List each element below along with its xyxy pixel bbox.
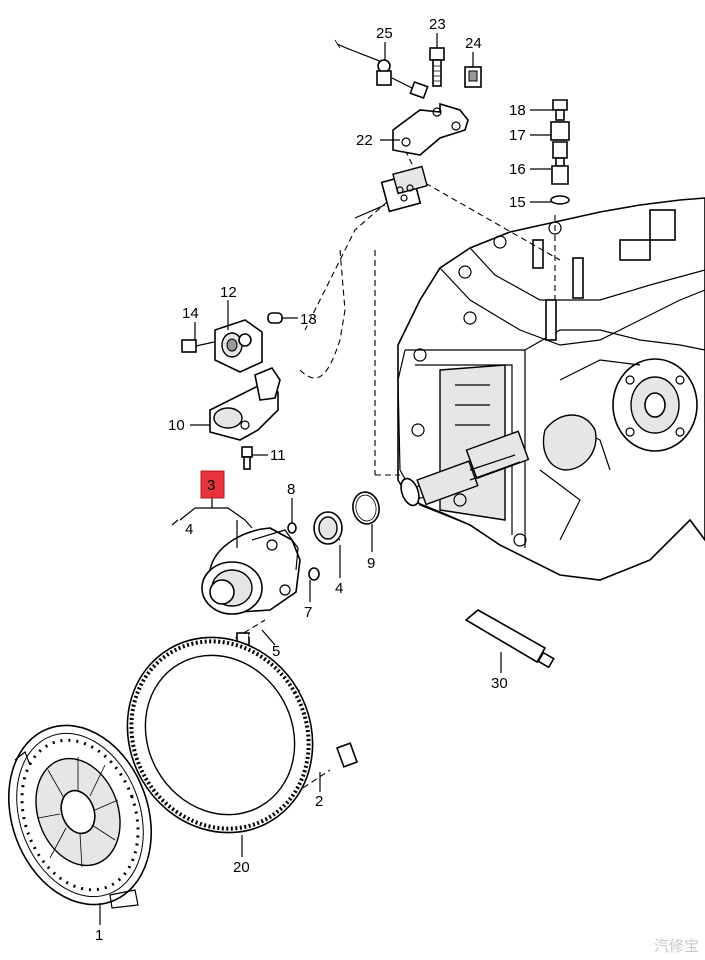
label-8: 8 — [287, 481, 295, 498]
connector-plug — [354, 165, 428, 219]
label-15: 15 — [509, 194, 526, 211]
label-25: 25 — [376, 25, 393, 42]
flywheel-bolt — [311, 742, 359, 774]
label-23: 23 — [429, 16, 446, 33]
label-22: 22 — [356, 132, 373, 149]
label-20: 20 — [233, 859, 250, 876]
label-4-left: 4 — [185, 521, 193, 538]
label-30: 30 — [491, 675, 508, 692]
clutch-pressure-plate — [7, 724, 153, 909]
label-14: 14 — [182, 305, 199, 322]
grease-tube — [464, 609, 555, 669]
label-1: 1 — [95, 927, 103, 944]
leader-lines — [99, 33, 553, 925]
watermark: 汽修宝 — [653, 937, 699, 955]
label-4-right: 4 — [335, 580, 343, 597]
part-labels: 25 23 24 22 18 17 16 15 12 13 14 10 11 3… — [95, 16, 526, 944]
label-5: 5 — [272, 643, 280, 660]
item-3-highlight — [200, 470, 225, 499]
label-17: 17 — [509, 127, 526, 144]
label-3: 3 — [207, 477, 215, 494]
label-9: 9 — [367, 555, 375, 572]
label-18: 18 — [509, 102, 526, 119]
label-13: 13 — [300, 311, 317, 328]
label-24: 24 — [465, 35, 482, 52]
sensor-bracket-group — [334, 39, 482, 156]
label-12: 12 — [220, 284, 237, 301]
label-2: 2 — [315, 793, 323, 810]
flywheel-ring-gear — [126, 636, 314, 834]
label-16: 16 — [509, 161, 526, 178]
label-11: 11 — [270, 447, 286, 464]
clutch-line-bracket — [181, 312, 291, 470]
sensor-stack — [550, 99, 570, 205]
gearbox-housing — [397, 197, 705, 581]
slave-cylinder-group — [201, 491, 380, 646]
label-10: 10 — [168, 417, 185, 434]
label-7: 7 — [304, 604, 312, 621]
